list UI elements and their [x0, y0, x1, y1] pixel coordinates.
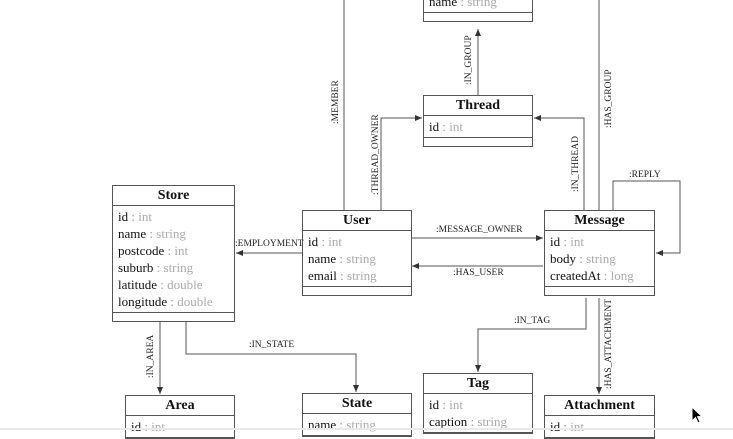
entity-title: Attachment [545, 396, 654, 416]
attribute: id : int [131, 419, 165, 434]
rel-label-has-user: :HAS_USER [453, 268, 504, 278]
rel-label-in-group: :IN_GROUP [464, 35, 474, 85]
entity-title: Thread [424, 96, 532, 116]
entity-title: User [303, 211, 411, 231]
relationship-edges [157, 0, 681, 394]
rel-label-member: :MEMBER [331, 80, 341, 124]
attribute: longitude : double [118, 294, 213, 309]
rel-label-has-attachment: :HAS_ATTACHMENT [604, 298, 614, 389]
entity-title: Message [545, 211, 654, 231]
entity-message-attributes: id : int body : string createdAt : long [545, 231, 654, 287]
edge-reply [612, 180, 681, 256]
attribute: body : string [550, 251, 616, 266]
attribute: id : int [429, 397, 463, 412]
edge-in-tag [475, 298, 587, 372]
rel-label-in-area: :IN_AREA [146, 334, 156, 378]
entity-group-attributes: name : string [424, 0, 532, 13]
edge-thread-owner [380, 115, 422, 210]
mouse-pointer-icon [691, 406, 703, 424]
rel-label-has-group: :HAS_GROUP [604, 69, 614, 128]
canvas-bottom-edge [0, 428, 733, 430]
entity-user[interactable]: User id : int name : string email : stri… [302, 210, 412, 296]
attribute: id : int [429, 119, 463, 134]
attribute: caption : string [429, 414, 508, 429]
entity-area[interactable]: Area id : int [125, 395, 235, 439]
entity-thread-attributes: id : int [424, 116, 532, 138]
entity-state-attributes: name : string [303, 414, 411, 436]
entity-group[interactable]: name : string [423, 0, 533, 22]
rel-label-reply: :REPLY [629, 170, 661, 180]
attribute: id : int [550, 419, 584, 434]
attribute: createdAt : long [550, 268, 634, 283]
entity-group-methods [424, 13, 532, 21]
attribute: id : int [550, 234, 584, 249]
rel-label-in-tag: :IN_TAG [514, 316, 551, 326]
attribute: email : string [308, 268, 377, 283]
entity-store[interactable]: Store id : int name : string postcode : … [112, 185, 235, 322]
entity-state[interactable]: State name : string [302, 393, 412, 437]
attribute: name : string [308, 251, 376, 266]
entity-user-attributes: id : int name : string email : string [303, 231, 411, 287]
entity-message[interactable]: Message id : int body : string createdAt… [544, 210, 655, 296]
entity-title: Tag [424, 374, 532, 394]
rel-label-message-owner: :MESSAGE_OWNER [436, 225, 523, 235]
entity-thread-methods [424, 138, 532, 146]
attribute: postcode : int [118, 243, 189, 258]
entity-title: Area [126, 396, 234, 416]
entity-thread[interactable]: Thread id : int [423, 95, 533, 147]
entity-store-methods [113, 313, 234, 321]
edge-in-thread [534, 115, 585, 210]
rel-label-in-thread: :IN_THREAD [571, 136, 581, 192]
rel-label-employment: :EMPLOYMENT [235, 239, 304, 249]
entity-tag[interactable]: Tag id : int caption : string [423, 373, 533, 434]
entity-title: Store [113, 186, 234, 206]
entity-store-attributes: id : int name : string postcode : int su… [113, 206, 234, 313]
entity-message-methods [545, 287, 654, 295]
rel-label-thread-owner: :THREAD_OWNER [371, 114, 381, 195]
entity-area-attributes: id : int [126, 416, 234, 438]
entity-attachment-attributes: id : int [545, 416, 654, 438]
attribute: latitude : double [118, 277, 203, 292]
attribute: id : int [308, 234, 342, 249]
entity-attachment[interactable]: Attachment id : int [544, 395, 655, 439]
attribute: id : int [118, 209, 152, 224]
attribute: name : string [118, 226, 186, 241]
rel-label-in-state: :IN_STATE [249, 340, 295, 350]
entity-user-methods [303, 287, 411, 295]
entity-title: State [303, 394, 411, 414]
attribute: suburb : string [118, 260, 194, 275]
edge-in-state [185, 321, 359, 392]
attribute: name : string [308, 417, 376, 432]
attribute: name : string [429, 0, 497, 9]
